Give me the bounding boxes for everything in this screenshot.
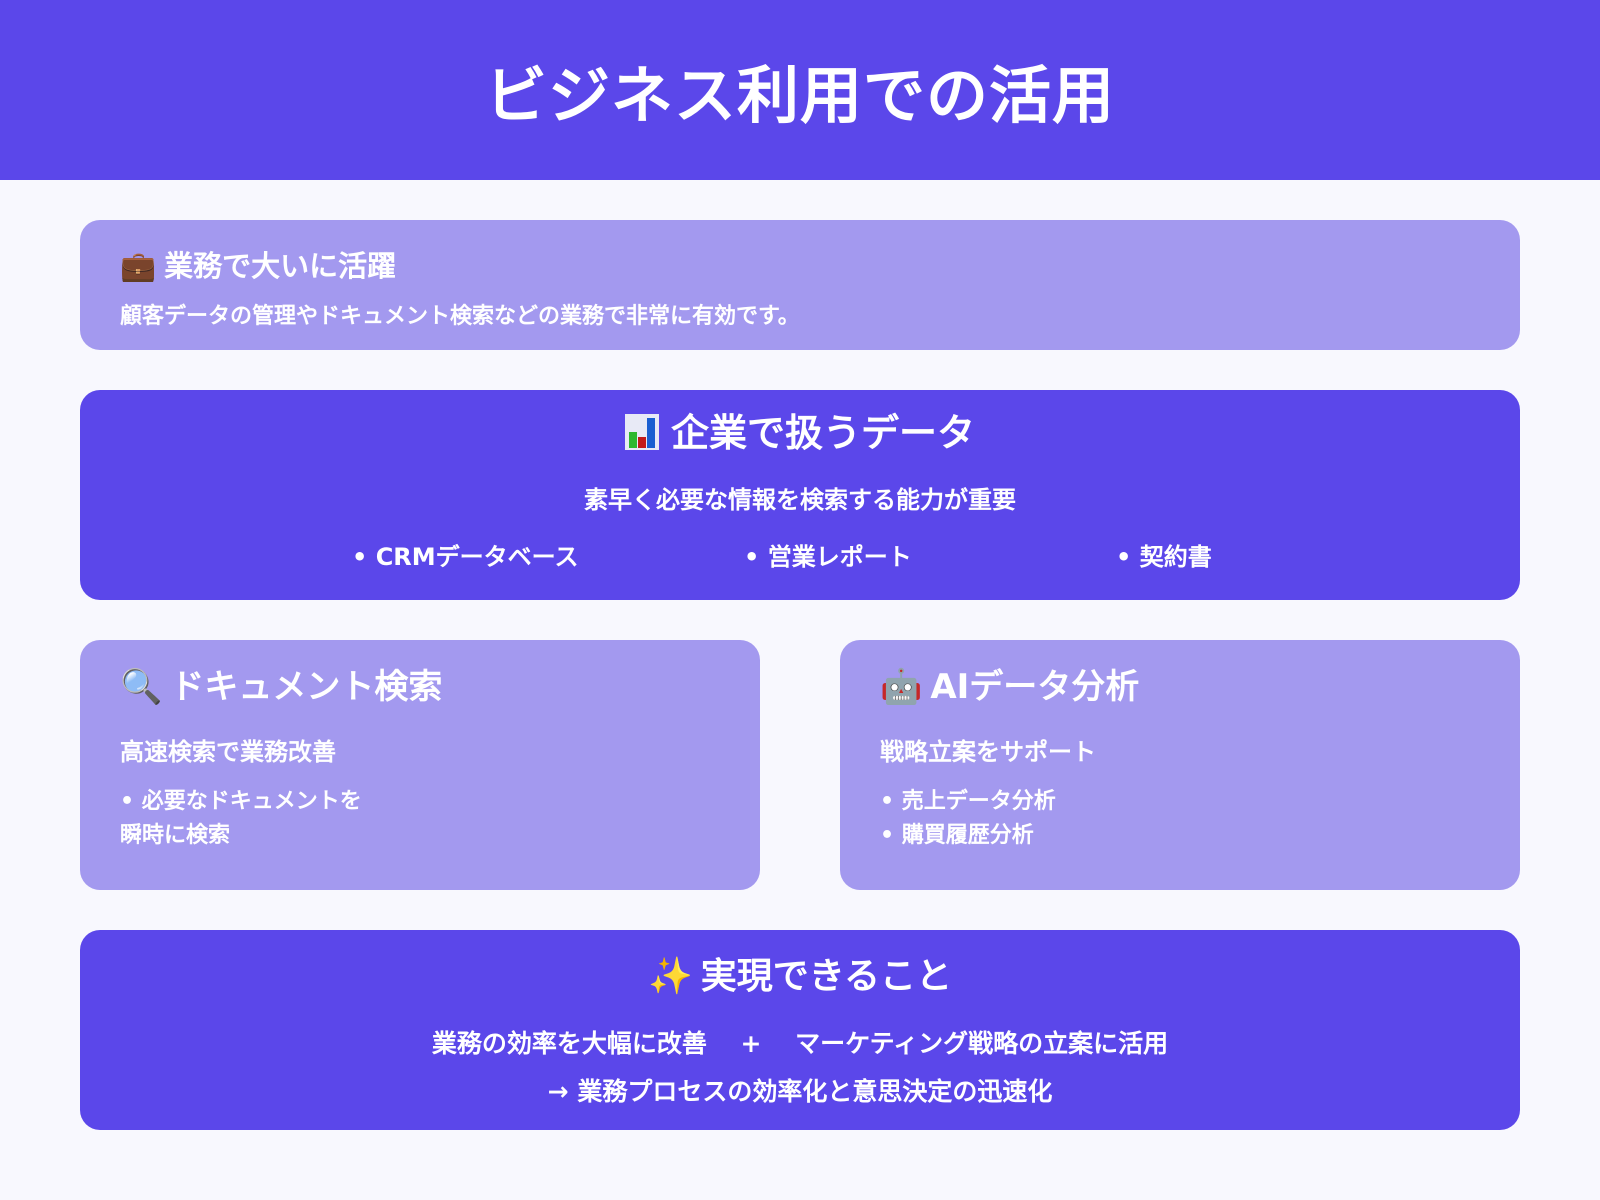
card-document-search: 🔍ドキュメント検索 高速検索で業務改善 • 必要なドキュメントを 瞬時に検索	[80, 640, 760, 890]
card-ai-analysis: 🤖AIデータ分析 戦略立案をサポート • 売上データ分析 • 購買履歴分析	[840, 640, 1520, 890]
list-item: 瞬時に検索	[120, 823, 231, 848]
list-item: • 営業レポート	[744, 543, 912, 571]
list-item: • 契約書	[1116, 543, 1212, 571]
list-item: • 必要なドキュメントを	[120, 789, 362, 814]
card-description: 顧客データの管理やドキュメント検索などの業務で非常に有効です。	[120, 304, 800, 329]
card-title: ✨実現できること	[80, 952, 1520, 1002]
card-subtitle: 戦略立案をサポート	[880, 738, 1096, 766]
page-title: ビジネス利用での活用	[484, 59, 1115, 132]
sparkles-icon: ✨	[647, 956, 693, 997]
card-title: 企業で扱うデータ	[80, 408, 1520, 458]
outcome-conclusion: → 業務プロセスの効率化と意思決定の迅速化	[547, 1077, 1053, 1106]
magnifier-icon: 🔍	[120, 667, 163, 707]
outcome-summary: 業務の効率を大幅に改善 + マーケティング戦略の立案に活用	[431, 1029, 1169, 1058]
card-title: 💼業務で大いに活躍	[120, 246, 1480, 286]
page-header: ビジネス利用での活用	[0, 0, 1600, 180]
list-item: • 売上データ分析	[880, 789, 1056, 814]
feature-list: • 必要なドキュメントを 瞬時に検索	[120, 785, 720, 853]
data-type-list: • CRMデータベース • 営業レポート • 契約書	[80, 537, 1520, 577]
card-title: 🤖AIデータ分析	[880, 662, 1480, 712]
briefcase-icon: 💼	[120, 249, 157, 283]
bar-chart-icon	[624, 414, 659, 450]
card-outcomes: ✨実現できること 業務の効率を大幅に改善 + マーケティング戦略の立案に活用 →…	[80, 930, 1520, 1130]
card-business-use: 💼業務で大いに活躍 顧客データの管理やドキュメント検索などの業務で非常に有効です…	[80, 220, 1520, 350]
card-subtitle: 素早く必要な情報を検索する能力が重要	[584, 486, 1016, 514]
robot-icon: 🤖	[880, 667, 923, 707]
list-item: • 購買履歴分析	[880, 823, 1034, 848]
card-title: 🔍ドキュメント検索	[120, 662, 720, 712]
card-enterprise-data: 企業で扱うデータ 素早く必要な情報を検索する能力が重要 • CRMデータベース …	[80, 390, 1520, 600]
list-item: • CRMデータベース	[352, 543, 579, 571]
card-subtitle: 高速検索で業務改善	[120, 738, 336, 766]
feature-list: • 売上データ分析 • 購買履歴分析	[880, 785, 1480, 853]
